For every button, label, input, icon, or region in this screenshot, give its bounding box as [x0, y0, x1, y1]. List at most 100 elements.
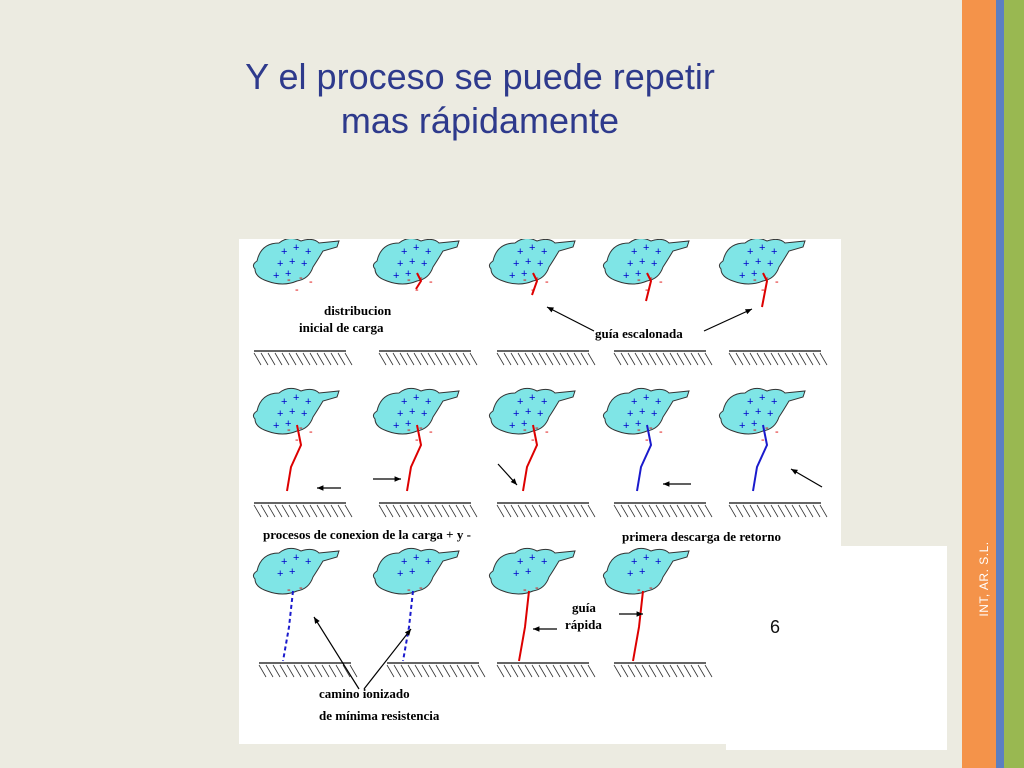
positive-charge: +: [277, 408, 283, 420]
positive-charge: +: [397, 258, 403, 270]
ground-hatch: [545, 504, 554, 518]
ground-hatch: [531, 664, 540, 678]
positive-charge: +: [285, 268, 291, 280]
negative-charge: -: [309, 426, 313, 438]
discharge-channel: [645, 272, 653, 302]
ground-hatch: [566, 504, 575, 518]
positive-charge: +: [421, 408, 427, 420]
discharge-channel: [415, 272, 423, 290]
cloud: [372, 239, 460, 285]
ground-hatch: [378, 504, 387, 518]
ground-hatch: [330, 352, 339, 366]
ground-hatch: [756, 504, 765, 518]
ground-hatch: [469, 504, 478, 518]
negative-charge: -: [287, 274, 291, 286]
ground-hatch: [281, 352, 290, 366]
ground-hatch: [573, 504, 582, 518]
ground-hatch: [641, 504, 650, 518]
negative-charge: -: [649, 272, 653, 284]
caption-first-return: primera descarga de retorno: [622, 529, 781, 544]
positive-charge: +: [509, 420, 515, 432]
positive-charge: +: [401, 556, 407, 568]
ground-hatch: [337, 504, 346, 518]
ground-hatch: [349, 664, 358, 678]
ground-hatch: [812, 504, 821, 518]
ground-hatch: [407, 664, 416, 678]
ground-hatch: [510, 504, 519, 518]
positive-charge: +: [759, 242, 765, 254]
ground-hatch: [655, 504, 664, 518]
ground-hatch: [279, 664, 288, 678]
ground-hatch: [267, 352, 276, 366]
positive-charge: +: [409, 256, 415, 268]
ground-hatch: [400, 664, 409, 678]
title-line-1: Y el proceso se puede repetir: [245, 56, 715, 97]
pointer-arrow-head: [636, 611, 643, 617]
positive-charge: +: [273, 270, 279, 282]
ground-hatch: [420, 352, 429, 366]
positive-charge: +: [635, 268, 641, 280]
negative-charge: -: [407, 274, 411, 286]
negative-charge: -: [649, 422, 653, 434]
positive-charge: +: [277, 568, 283, 580]
ground-hatch: [469, 352, 478, 366]
positive-charge: +: [627, 258, 633, 270]
cloud: [602, 547, 690, 595]
caption-distribution-2: inicial de carga: [299, 320, 384, 335]
ground-hatch: [293, 664, 302, 678]
ground-hatch: [538, 352, 547, 366]
positive-charge: +: [513, 568, 519, 580]
ground-hatch: [428, 664, 437, 678]
ground-hatch: [330, 504, 339, 518]
positive-charge: +: [305, 396, 311, 408]
ground-hatch: [728, 504, 737, 518]
positive-charge: +: [525, 566, 531, 578]
negative-charge: -: [419, 422, 423, 434]
ground-hatch: [386, 664, 395, 678]
negative-charge: -: [753, 424, 757, 436]
positive-charge: +: [293, 552, 299, 564]
ground-hatch: [756, 352, 765, 366]
positive-charge: +: [635, 418, 641, 430]
positive-charge: +: [425, 396, 431, 408]
positive-charge: +: [631, 246, 637, 258]
positive-charge: +: [521, 418, 527, 430]
discharge-channel: [531, 272, 539, 296]
positive-charge: +: [759, 392, 765, 404]
pointer-arrow-head: [533, 626, 540, 632]
ground-hatch: [683, 664, 692, 678]
slide-number: 6: [769, 617, 780, 637]
positive-charge: +: [639, 566, 645, 578]
ground-hatch: [274, 352, 283, 366]
pointer-arrow-head: [547, 307, 554, 313]
ground-hatch: [634, 352, 643, 366]
discharge-channel: [761, 272, 769, 308]
negative-charge: -: [545, 426, 549, 438]
ground-hatch: [697, 504, 706, 518]
ground-hatch: [545, 352, 554, 366]
ground-hatch: [531, 352, 540, 366]
caption-stepped-leader: guía escalonada: [595, 326, 683, 341]
ground-hatch: [517, 664, 526, 678]
discharge-channel: [402, 590, 414, 662]
white-panel: [726, 546, 947, 750]
negative-charge: -: [429, 426, 433, 438]
cloud: [488, 547, 576, 595]
positive-charge: +: [525, 406, 531, 418]
positive-charge: +: [513, 408, 519, 420]
ground-hatch: [662, 352, 671, 366]
positive-charge: +: [755, 256, 761, 268]
positive-charge: +: [643, 392, 649, 404]
ground-hatch: [524, 504, 533, 518]
positive-charge: +: [509, 270, 515, 282]
positive-charge: +: [643, 552, 649, 564]
ground-hatch: [524, 664, 533, 678]
ground-hatch: [634, 504, 643, 518]
pointer-arrow: [703, 308, 753, 332]
negative-charge: -: [415, 434, 419, 446]
negative-charge: -: [309, 276, 313, 288]
ground-hatch: [295, 352, 304, 366]
ground-hatch: [763, 504, 772, 518]
ground-hatch: [335, 664, 344, 678]
ground-hatch: [413, 504, 422, 518]
